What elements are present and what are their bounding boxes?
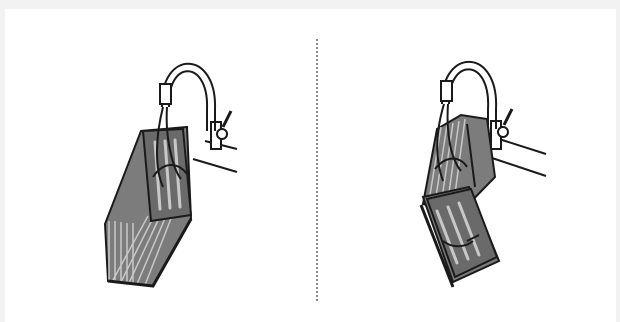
- panel-open-filter: [311, 9, 616, 322]
- filter-cartridge-open: [421, 115, 499, 287]
- filter-cartridge-closed: [105, 127, 191, 286]
- open-filter-illustration: [311, 9, 616, 322]
- closed-filter-illustration: [5, 9, 310, 322]
- illustration-frame: [5, 9, 616, 322]
- faucet-spout-icon: [160, 64, 215, 131]
- panel-closed-filter: [5, 9, 310, 322]
